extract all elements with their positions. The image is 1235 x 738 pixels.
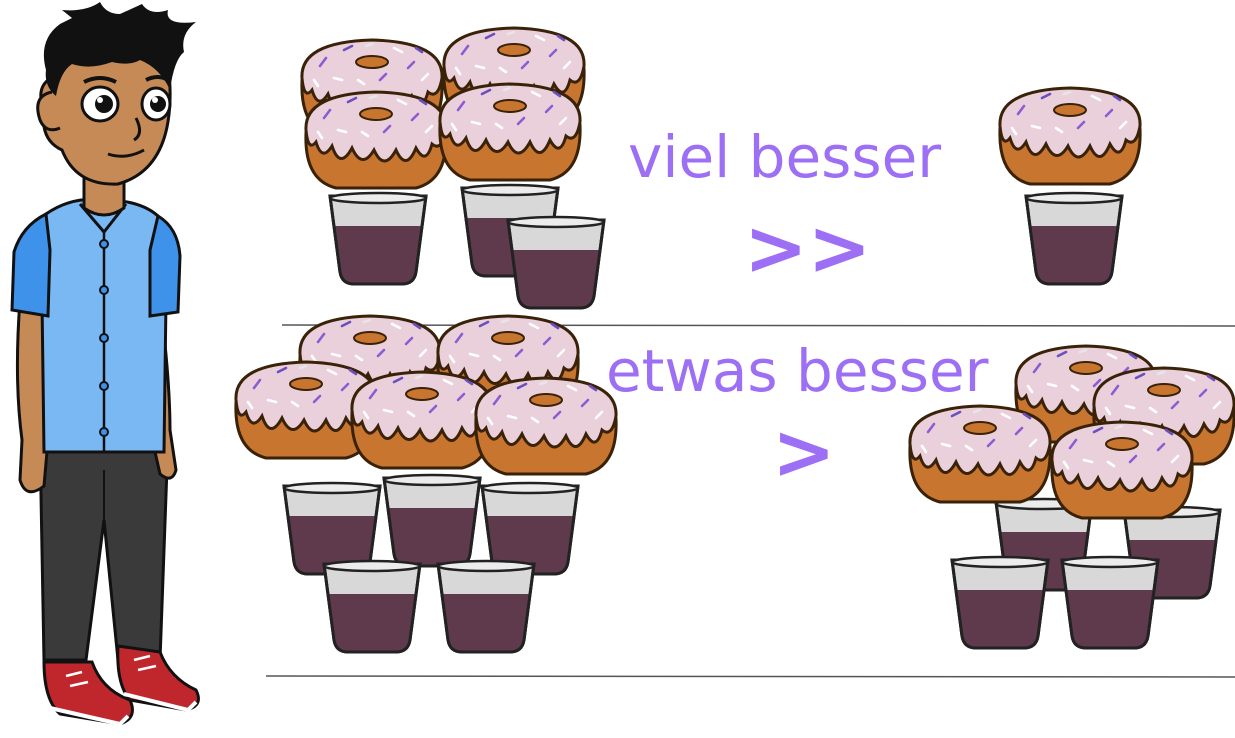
donut-icon bbox=[998, 86, 1142, 186]
coffee-cup-icon bbox=[436, 559, 536, 654]
person-icon bbox=[10, 2, 200, 727]
comparison-1-right-group bbox=[998, 86, 1142, 286]
donut-icon bbox=[304, 90, 448, 190]
comparison-2-symbol: > bbox=[772, 407, 836, 496]
comparison-1-left-group bbox=[300, 26, 606, 310]
donut-icon bbox=[474, 376, 618, 476]
coffee-cup-icon bbox=[328, 191, 428, 286]
donut-icon bbox=[350, 370, 494, 470]
donut-icon bbox=[908, 404, 1052, 504]
divider-line bbox=[281, 324, 1235, 327]
coffee-cup-icon bbox=[322, 559, 422, 654]
coffee-cup-icon bbox=[1024, 191, 1124, 286]
comparison-2-left-group bbox=[234, 314, 618, 654]
coffee-cup-icon bbox=[950, 555, 1050, 650]
coffee-cup-icon bbox=[506, 215, 606, 310]
donut-icon bbox=[438, 82, 582, 182]
comparison-1-phrase: viel besser bbox=[628, 123, 942, 191]
coffee-cup-icon bbox=[1060, 555, 1160, 650]
comparison-1-symbol: >> bbox=[744, 203, 872, 292]
coffee-cup-icon bbox=[382, 473, 482, 568]
comparison-2-phrase: etwas besser bbox=[606, 337, 989, 405]
divider-line bbox=[265, 675, 1235, 678]
donut-icon bbox=[1050, 420, 1194, 520]
